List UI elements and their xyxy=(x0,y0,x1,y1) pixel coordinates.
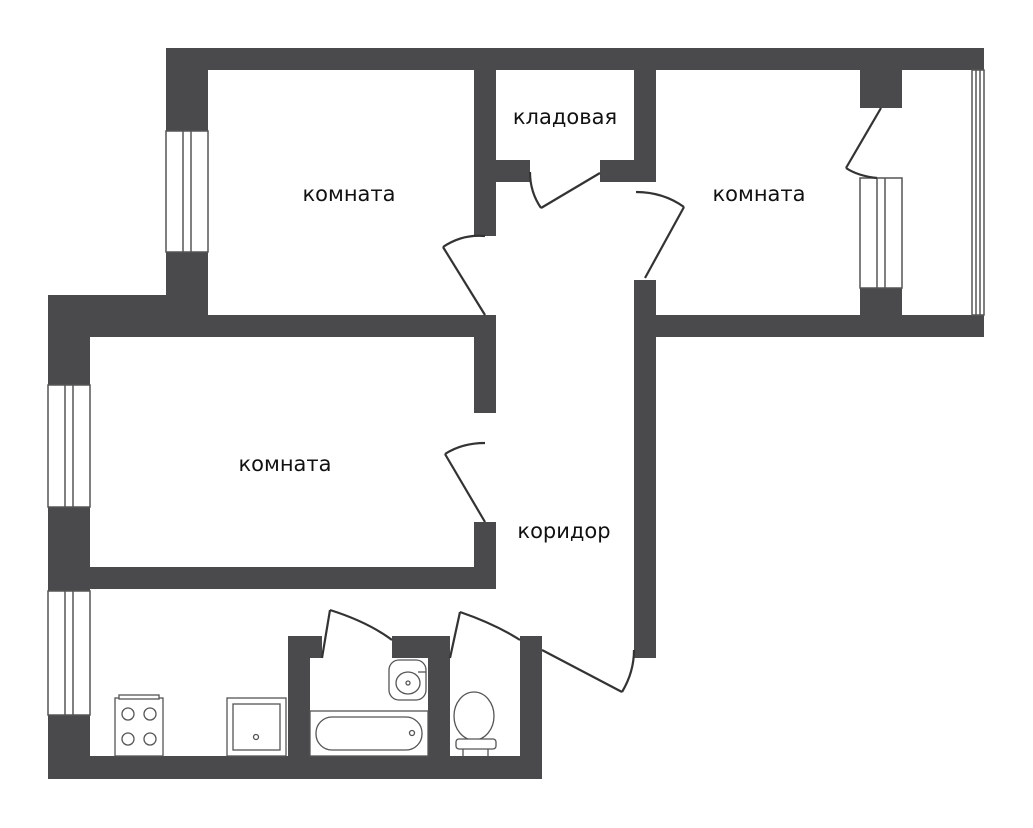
door-toilet xyxy=(448,610,521,659)
door-right-room xyxy=(635,190,685,279)
door-bathroom xyxy=(320,608,393,659)
door-lower-room xyxy=(444,441,486,523)
window-left-upper xyxy=(47,384,91,508)
room-label-top-right: комната xyxy=(712,182,805,206)
door-balcony xyxy=(845,107,882,180)
window-right xyxy=(971,69,985,316)
window-top-left xyxy=(165,130,209,253)
doors xyxy=(320,107,882,693)
door-corridor-bottom xyxy=(541,649,636,693)
walls xyxy=(48,48,984,779)
shower-tray-icon xyxy=(226,697,287,757)
windows xyxy=(47,69,985,716)
door-storage xyxy=(528,171,601,209)
toilet-icon xyxy=(453,691,497,756)
room-label-corridor: коридор xyxy=(517,519,610,543)
door-top-left-room xyxy=(442,234,486,316)
window-balcony-door xyxy=(859,177,903,289)
window-left-lower xyxy=(47,590,91,716)
room-label-top-left: комната xyxy=(302,182,395,206)
room-label-storage: кладовая xyxy=(513,105,617,129)
bathtub-icon xyxy=(309,710,429,757)
stove-icon xyxy=(114,694,164,757)
washbasin-icon xyxy=(388,659,427,701)
room-label-lower-left: комната xyxy=(238,452,331,476)
